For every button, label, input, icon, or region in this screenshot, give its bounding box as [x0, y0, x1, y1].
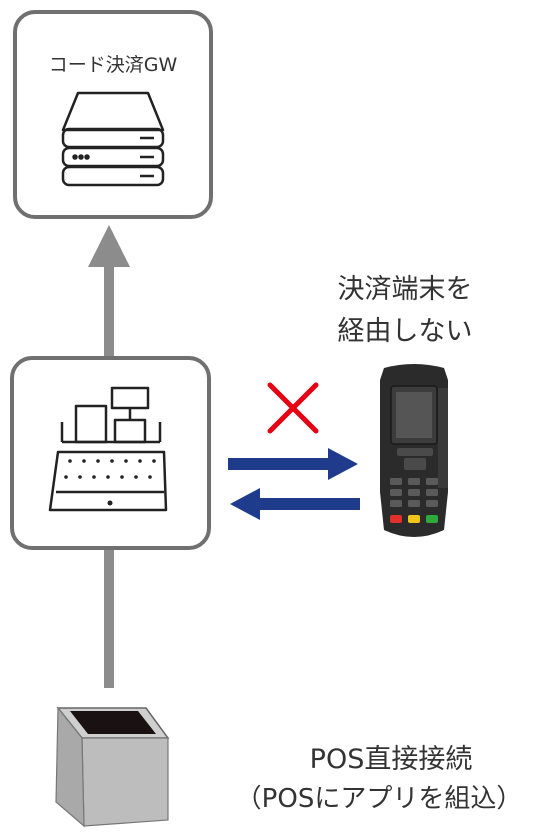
barcode-scanner-icon	[55, 706, 170, 828]
arrow-to-terminal	[228, 448, 358, 480]
cross-mark-icon	[267, 382, 319, 434]
gateway-label: コード決済GW	[48, 54, 178, 76]
terminal-note-line1: 決済端末を	[337, 274, 473, 305]
server-stack-icon	[61, 91, 165, 187]
gateway-box	[13, 10, 213, 219]
terminal-note-line2: 経由しない	[337, 316, 473, 347]
upward-flow-arrow	[88, 225, 130, 360]
payment-terminal-icon	[380, 364, 448, 537]
scanner-connector-line	[104, 548, 114, 688]
arrow-from-terminal	[230, 488, 360, 520]
pos-register-icon	[48, 386, 168, 512]
bottom-caption-line1: POS直接接続	[309, 744, 473, 775]
pos-keypad-dots	[64, 459, 156, 479]
bottom-caption-line2: （POSにアプリを組込）	[235, 784, 523, 814]
